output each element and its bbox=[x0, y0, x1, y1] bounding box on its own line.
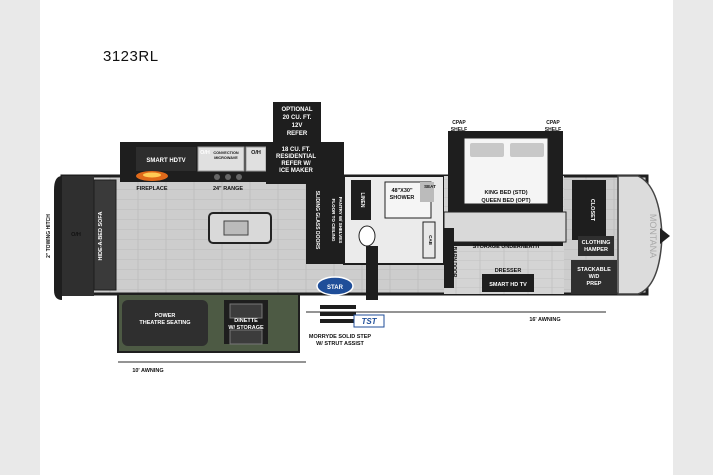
svg-text:OPTIONAL: OPTIONAL bbox=[282, 107, 313, 113]
shower-label: 48"X30" SHOWER bbox=[390, 188, 415, 201]
awning-16-label: 16' AWNING bbox=[529, 317, 560, 323]
svg-text:ICE MAKER: ICE MAKER bbox=[279, 168, 313, 174]
toilet-icon bbox=[358, 225, 376, 247]
bath-wall bbox=[366, 246, 378, 300]
smart-hdtv-label: SMART HDTV bbox=[146, 158, 185, 164]
montana-logo: MONTANA bbox=[648, 214, 658, 258]
model-title: 3123RL bbox=[103, 48, 159, 65]
star-badge bbox=[316, 276, 354, 296]
optional-refer-box bbox=[273, 102, 321, 142]
svg-text:STACKABLE: STACKABLE bbox=[577, 267, 611, 273]
svg-text:CONVECTION: CONVECTION bbox=[213, 151, 239, 155]
star-badge-text: STAR bbox=[327, 285, 344, 291]
svg-text:REFER: REFER bbox=[287, 131, 308, 137]
svg-text:SHELF: SHELF bbox=[545, 127, 561, 133]
floorplan-canvas: 3123RL MONTANA bbox=[40, 0, 673, 475]
svg-text:SHOWER: SHOWER bbox=[390, 195, 415, 201]
closet-label: CLOSET bbox=[589, 199, 595, 222]
storage-label: STORAGE UNDERNEATH bbox=[473, 244, 540, 250]
tst-logo-text: TST bbox=[361, 317, 377, 326]
front-cap bbox=[54, 176, 62, 300]
clothing-hamper bbox=[578, 236, 614, 256]
pillow-right bbox=[510, 143, 544, 157]
closet bbox=[572, 180, 606, 240]
svg-text:CPAP: CPAP bbox=[546, 120, 560, 126]
bed-label: KING BED (STD) QUEEN BED (OPT) bbox=[481, 190, 530, 204]
cab-label: CAB bbox=[428, 235, 433, 245]
hide-a-bed-label: HIDE-A-BED SOFA bbox=[98, 212, 104, 261]
svg-text:QUEEN BED (OPT): QUEEN BED (OPT) bbox=[481, 198, 530, 204]
svg-text:REFER W/: REFER W/ bbox=[281, 161, 311, 167]
pillow-left bbox=[470, 143, 504, 157]
svg-text:KING BED (STD): KING BED (STD) bbox=[484, 190, 527, 196]
morryde-label: MORRYDE SOLID STEP W/ STRUT ASSIST bbox=[309, 334, 371, 347]
stackable-label: STACKABLE W/D PREP bbox=[577, 267, 611, 287]
svg-text:12V: 12V bbox=[292, 123, 303, 129]
svg-text:FLOOR TO CEILING: FLOOR TO CEILING bbox=[331, 199, 336, 242]
cpap-right-label: CPAP SHELF bbox=[545, 120, 561, 133]
svg-text:W/ STORAGE: W/ STORAGE bbox=[228, 325, 264, 331]
barn-door-label: BARN DOOR bbox=[451, 247, 457, 278]
rear-hitch bbox=[660, 228, 670, 244]
towing-hitch-label: 2" TOWING HITCH bbox=[46, 214, 52, 258]
svg-text:POWER: POWER bbox=[155, 313, 176, 319]
awning-10-label: 10' AWNING bbox=[132, 368, 163, 374]
svg-text:W/D: W/D bbox=[589, 274, 600, 280]
oh-label-1: O/H bbox=[200, 150, 210, 156]
oh-front-label: O/H bbox=[71, 232, 81, 238]
microwave-counter bbox=[197, 146, 245, 172]
clothing-hamper-label: CLOTHING HAMPER bbox=[582, 240, 611, 253]
svg-text:20 CU. FT.: 20 CU. FT. bbox=[283, 115, 312, 121]
storage-underneath bbox=[443, 211, 567, 243]
floorplan-drawing: MONTANA bbox=[46, 102, 670, 374]
morryde-step bbox=[320, 305, 356, 309]
cpap-left-label: CPAP SHELF bbox=[451, 120, 467, 133]
svg-text:PREP: PREP bbox=[587, 281, 602, 287]
svg-text:18 CU. FT.: 18 CU. FT. bbox=[282, 147, 311, 153]
power-theatre-label: POWER THEATRE SEATING bbox=[139, 313, 190, 326]
svg-text:W/ STRUT ASSIST: W/ STRUT ASSIST bbox=[316, 341, 364, 347]
svg-text:THEATRE SEATING: THEATRE SEATING bbox=[139, 320, 190, 326]
tst-logo bbox=[353, 314, 385, 328]
svg-text:SHELF: SHELF bbox=[451, 127, 467, 133]
svg-text:RESIDENTIAL: RESIDENTIAL bbox=[276, 154, 316, 160]
hide-a-bed-sofa bbox=[62, 176, 94, 296]
svg-text:PANTRY W/ SHELVES: PANTRY W/ SHELVES bbox=[338, 197, 343, 244]
dinette-label: DINETTE W/ STORAGE bbox=[228, 318, 264, 331]
residential-refer-label: 18 CU. FT. RESIDENTIAL REFER W/ ICE MAKE… bbox=[276, 147, 316, 174]
smart-hd-tv-label: SMART HD TV bbox=[489, 282, 527, 288]
dresser bbox=[482, 274, 534, 292]
seat-label: SEAT bbox=[424, 184, 436, 189]
svg-text:CPAP: CPAP bbox=[452, 120, 466, 126]
svg-text:MICROWAVE: MICROWAVE bbox=[214, 156, 238, 160]
convection-label: CONVECTION MICROWAVE bbox=[213, 151, 239, 160]
svg-text:DINETTE: DINETTE bbox=[234, 318, 258, 324]
sofa-cushion bbox=[93, 179, 117, 291]
svg-text:CLOTHING: CLOTHING bbox=[582, 240, 611, 246]
range-label: 24" RANGE bbox=[213, 186, 243, 192]
pantry bbox=[326, 176, 344, 264]
svg-text:48"X30": 48"X30" bbox=[391, 188, 413, 194]
linen-closet bbox=[351, 180, 371, 220]
smart-hdtv-cabinet bbox=[136, 147, 196, 171]
sink-icon bbox=[223, 220, 249, 236]
dresser-label: DRESSER bbox=[495, 268, 522, 274]
sliding-glass-doors bbox=[306, 176, 326, 264]
barn-door bbox=[444, 228, 454, 288]
fireplace-flame bbox=[143, 172, 161, 178]
stackable-wd-prep bbox=[571, 260, 617, 294]
oh-label-2: O/H bbox=[251, 150, 261, 156]
cab bbox=[422, 221, 436, 259]
svg-text:HAMPER: HAMPER bbox=[584, 247, 608, 253]
pantry-label: FLOOR TO CEILING PANTRY W/ SHELVES bbox=[331, 197, 343, 244]
sliding-doors-label: SLIDING GLASS DOORS bbox=[314, 191, 320, 250]
linen-label: LINEN bbox=[359, 193, 365, 208]
power-theatre-seating bbox=[122, 300, 208, 346]
svg-text:MORRYDE SOLID STEP: MORRYDE SOLID STEP bbox=[309, 334, 371, 340]
optional-refer-label: OPTIONAL 20 CU. FT. 12V REFER bbox=[282, 107, 313, 137]
fireplace-label: FIREPLACE bbox=[136, 186, 168, 192]
